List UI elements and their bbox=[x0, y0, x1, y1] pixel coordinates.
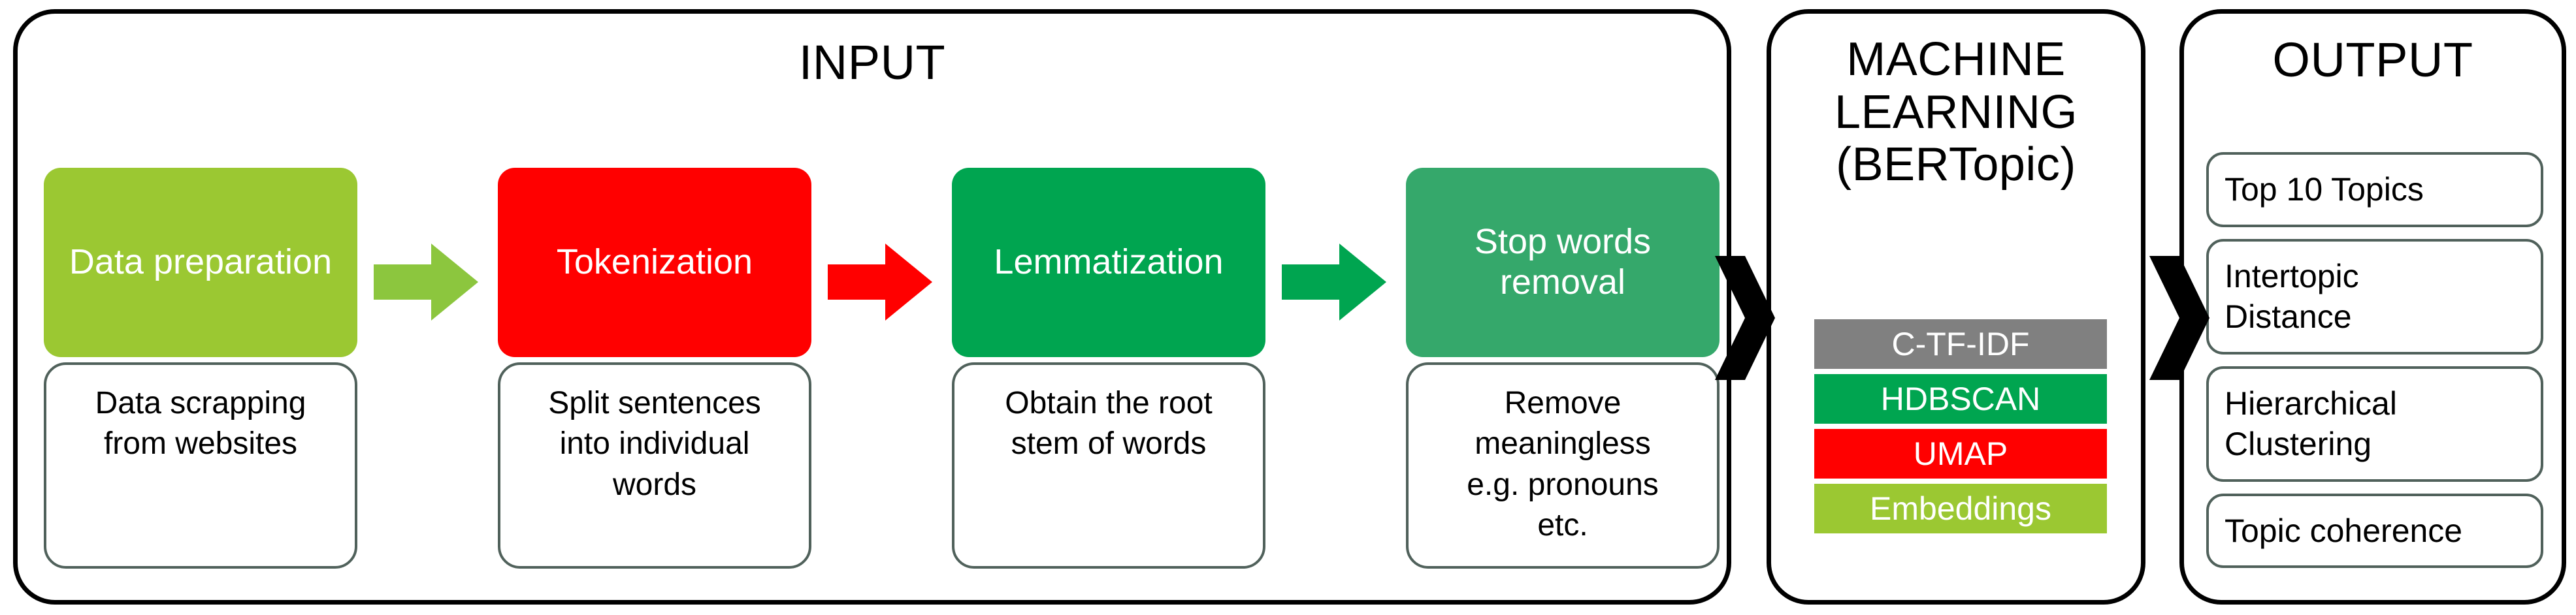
pipeline-stage-lemmatization: Lemmatization Obtain the root stem of wo… bbox=[952, 168, 1265, 569]
arrow-right-icon-green-dark bbox=[1282, 244, 1386, 321]
output-item-top-10-topics[interactable]: Top 10 Topics bbox=[2206, 152, 2543, 227]
arrow-right-icon-green bbox=[374, 244, 478, 321]
stage-box-lemmatization[interactable]: Lemmatization bbox=[952, 168, 1265, 357]
output-item-topic-coherence[interactable]: Topic coherence bbox=[2206, 493, 2543, 568]
ml-bar-hdbscan[interactable]: HDBSCAN bbox=[1814, 374, 2107, 424]
machine-learning-panel: MACHINE LEARNING (BERTopic) C-TF-IDF HDB… bbox=[1767, 9, 2145, 605]
stage-box-data-preparation[interactable]: Data preparation bbox=[44, 168, 357, 357]
stage-description-stop-words-removal: Remove meaningless e.g. pronouns etc. bbox=[1406, 362, 1720, 569]
ml-bar-c-tf-idf[interactable]: C-TF-IDF bbox=[1814, 319, 2107, 369]
stage-description-tokenization: Split sentences into individual words bbox=[498, 362, 811, 569]
stage-description-lemmatization: Obtain the root stem of words bbox=[952, 362, 1265, 569]
pipeline-stage-tokenization: Tokenization Split sentences into indivi… bbox=[498, 168, 811, 569]
output-item-hierarchical-clustering[interactable]: Hierarchical Clustering bbox=[2206, 366, 2543, 482]
machine-learning-panel-title: MACHINE LEARNING (BERTopic) bbox=[1834, 33, 2078, 191]
pipeline-stage-data-preparation: Data preparation Data scrapping from web… bbox=[44, 168, 357, 569]
output-item-intertopic-distance[interactable]: Intertopic Distance bbox=[2206, 238, 2543, 355]
arrow-right-icon-red bbox=[828, 244, 932, 321]
ml-bar-umap[interactable]: UMAP bbox=[1814, 429, 2107, 479]
ml-bar-embeddings[interactable]: Embeddings bbox=[1814, 484, 2107, 533]
stage-description-data-preparation: Data scrapping from websites bbox=[44, 362, 357, 569]
stage-box-stop-words-removal[interactable]: Stop words removal bbox=[1406, 168, 1720, 357]
pipeline-stage-stop-words-removal: Stop words removal Remove meaningless e.… bbox=[1406, 168, 1720, 569]
chevron-right-icon-input-to-ml bbox=[1715, 256, 1775, 380]
output-panel: OUTPUT Top 10 Topics Intertopic Distance… bbox=[2179, 9, 2566, 605]
output-item-list: Top 10 Topics Intertopic Distance Hierar… bbox=[2206, 152, 2543, 580]
input-panel: INPUT Data preparation Data scrapping fr… bbox=[13, 9, 1731, 605]
chevron-right-icon-ml-to-output bbox=[2149, 256, 2209, 380]
output-panel-title: OUTPUT bbox=[2272, 33, 2473, 87]
input-panel-title: INPUT bbox=[798, 35, 946, 89]
ml-algorithm-stack: C-TF-IDF HDBSCAN UMAP Embeddings bbox=[1814, 319, 2107, 539]
stage-box-tokenization[interactable]: Tokenization bbox=[498, 168, 811, 357]
